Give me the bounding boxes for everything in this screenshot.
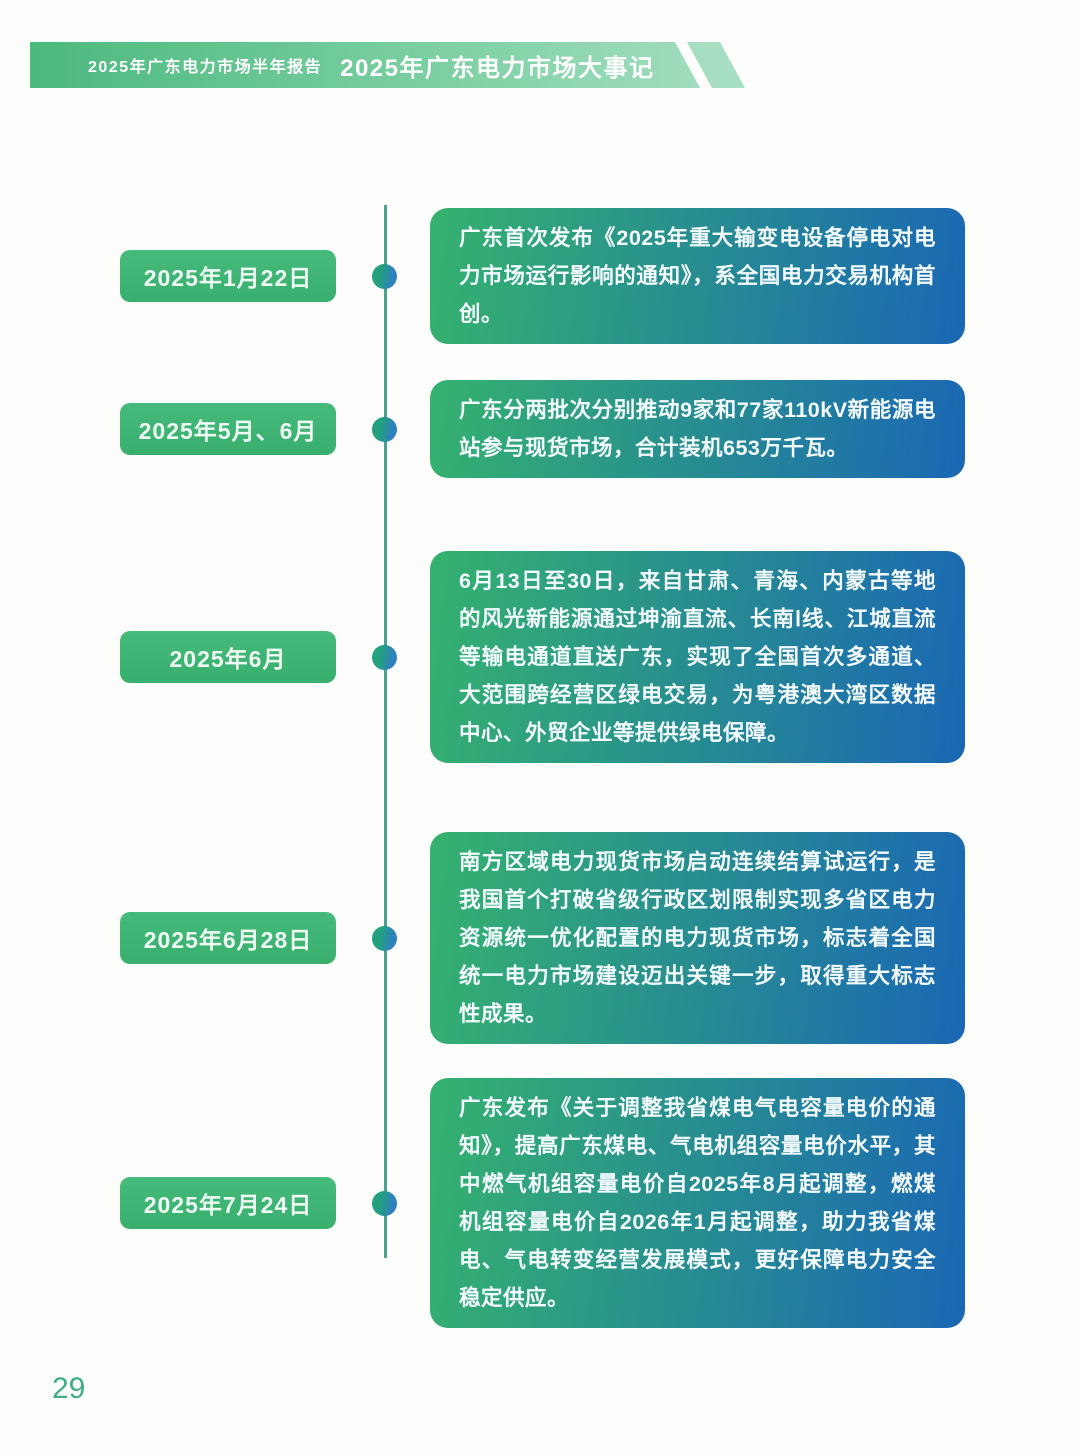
- timeline-row: 2025年6月 6月13日至30日，来自甘肃、青海、内蒙古等地的风光新能源通过坤…: [120, 551, 968, 763]
- timeline-date-label: 2025年6月28日: [143, 927, 313, 953]
- timeline-event-card: 广东发布《关于调整我省煤电气电容量电价的通知》，提高广东煤电、气电机组容量电价水…: [430, 1078, 965, 1328]
- timeline-dot-icon: [372, 925, 397, 951]
- header-banner: 2025年广东电力市场半年报告 2025年广东电力市场大事记: [30, 42, 700, 88]
- timeline-event-card: 6月13日至30日，来自甘肃、青海、内蒙古等地的风光新能源通过坤渝直流、长南Ⅰ线…: [430, 551, 965, 763]
- timeline-dot-icon: [372, 1190, 397, 1216]
- timeline-date-label: 2025年1月22日: [143, 265, 313, 291]
- timeline-event-text: 广东发布《关于调整我省煤电气电容量电价的通知》，提高广东煤电、气电机组容量电价水…: [459, 1096, 936, 1310]
- page-number: 29: [52, 1372, 86, 1405]
- timeline-date-badge: 2025年6月28日: [120, 912, 336, 964]
- timeline-row: 2025年7月24日 广东发布《关于调整我省煤电气电容量电价的通知》，提高广东煤…: [120, 1078, 968, 1328]
- timeline-row: 2025年5月、6月 广东分两批次分别推动9家和77家110kV新能源电站参与现…: [120, 380, 968, 478]
- timeline-date-badge: 2025年1月22日: [120, 250, 336, 302]
- timeline-dot-icon: [372, 644, 397, 670]
- timeline-event-text: 广东分两批次分别推动9家和77家110kV新能源电站参与现货市场，合计装机653…: [459, 398, 936, 460]
- timeline-date-badge: 2025年6月: [120, 631, 336, 683]
- timeline-date-badge: 2025年5月、6月: [120, 403, 336, 455]
- timeline-row: 2025年1月22日 广东首次发布《2025年重大输变电设备停电对电力市场运行影…: [120, 208, 968, 344]
- timeline-event-text: 6月13日至30日，来自甘肃、青海、内蒙古等地的风光新能源通过坤渝直流、长南Ⅰ线…: [459, 569, 936, 745]
- timeline-date-label: 2025年5月、6月: [138, 418, 318, 444]
- timeline-line: [384, 205, 387, 1258]
- page-title: 2025年广东电力市场大事记: [340, 54, 655, 82]
- report-title: 2025年广东电力市场半年报告: [88, 59, 323, 76]
- timeline-date-label: 2025年6月: [169, 646, 287, 672]
- timeline-dot-icon: [372, 416, 397, 442]
- timeline-date-badge: 2025年7月24日: [120, 1177, 336, 1229]
- timeline-date-label: 2025年7月24日: [143, 1192, 313, 1218]
- timeline-event-card: 南方区域电力现货市场启动连续结算试运行，是我国首个打破省级行政区划限制实现多省区…: [430, 832, 965, 1044]
- timeline-event-text: 南方区域电力现货市场启动连续结算试运行，是我国首个打破省级行政区划限制实现多省区…: [459, 850, 936, 1026]
- timeline-event-text: 广东首次发布《2025年重大输变电设备停电对电力市场运行影响的通知》，系全国电力…: [459, 226, 936, 326]
- timeline-event-card: 广东分两批次分别推动9家和77家110kV新能源电站参与现货市场，合计装机653…: [430, 380, 965, 478]
- page-header: 2025年广东电力市场半年报告 2025年广东电力市场大事记: [30, 42, 754, 88]
- timeline-dot-icon: [372, 263, 397, 289]
- timeline-row: 2025年6月28日 南方区域电力现货市场启动连续结算试运行，是我国首个打破省级…: [120, 832, 968, 1044]
- timeline-event-card: 广东首次发布《2025年重大输变电设备停电对电力市场运行影响的通知》，系全国电力…: [430, 208, 965, 344]
